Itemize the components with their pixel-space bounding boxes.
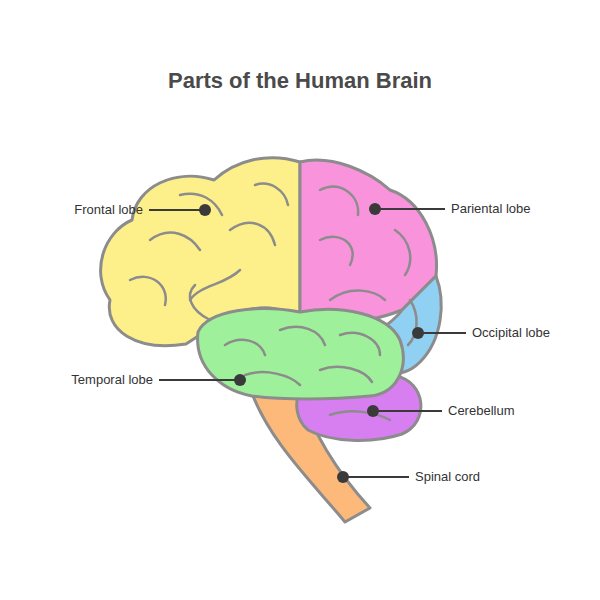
diagram-title: Parts of the Human Brain [0, 68, 600, 94]
part-label: Spinal cord [415, 469, 480, 485]
gyri-lines [130, 184, 417, 420]
temporal-lobe-shape [198, 309, 404, 399]
part-label: Pariental lobe [451, 201, 531, 217]
part-label: Cerebellum [448, 403, 514, 419]
leader-lines [149, 209, 466, 477]
leader-dots [199, 203, 424, 483]
part-label: Temporal lobe [71, 372, 153, 388]
part-label: Occipital lobe [472, 325, 550, 341]
part-label: Frontal lobe [74, 202, 143, 218]
